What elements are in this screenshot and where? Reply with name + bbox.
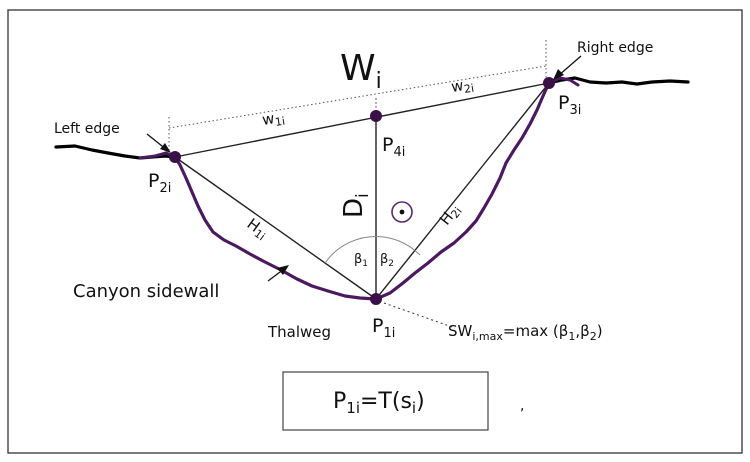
- point-p4: [370, 110, 382, 122]
- thalweg-equation-box: [282, 371, 489, 431]
- p3-label: P3i: [558, 92, 581, 118]
- width-label: Wi: [340, 48, 382, 94]
- h2-label: H2i: [436, 201, 465, 230]
- canyon-profile-line: [173, 81, 551, 301]
- h1-label: H1i: [242, 215, 271, 244]
- w2-label: w2i: [450, 75, 475, 98]
- sw-leader-dotted: [383, 302, 456, 329]
- stray-comma: ,: [520, 398, 524, 414]
- left-edge-label: Left edge: [54, 121, 120, 137]
- thalweg-equation: P1i=T(si): [333, 389, 425, 417]
- figure-frame: [7, 9, 743, 454]
- thalweg-label: Thalweg: [267, 323, 331, 341]
- right-rim-profile: [547, 76, 580, 87]
- w1-label: w1i: [261, 108, 286, 131]
- beta2-label: β2: [380, 252, 394, 269]
- p2-label: P2i: [148, 170, 171, 196]
- right-edge-label: Right edge: [577, 40, 653, 56]
- point-p2: [169, 151, 181, 163]
- circle-dot-out-of-page-icon: [391, 201, 413, 223]
- p4-label: P4i: [382, 134, 405, 160]
- point-p1: [370, 293, 382, 305]
- beta1-label: β1: [354, 252, 368, 269]
- canyon-sidewall-label: Canyon sidewall: [73, 281, 219, 302]
- canyon-sidewall-arrow: [267, 265, 289, 282]
- depth-label: Di: [339, 193, 373, 218]
- point-p3: [543, 77, 555, 89]
- right-edge-arrow: [553, 55, 582, 80]
- left-ground-surface: [54, 144, 177, 160]
- left-edge-arrow: [146, 133, 171, 153]
- width-line-p2-p3: [174, 82, 550, 158]
- p1-label: P1i: [372, 315, 395, 341]
- h1-line: [174, 156, 377, 300]
- beta-angle-arc: [324, 236, 421, 264]
- h2-line: [375, 82, 550, 300]
- sw-max-formula: SWi,max=max (β1,β2): [448, 322, 603, 343]
